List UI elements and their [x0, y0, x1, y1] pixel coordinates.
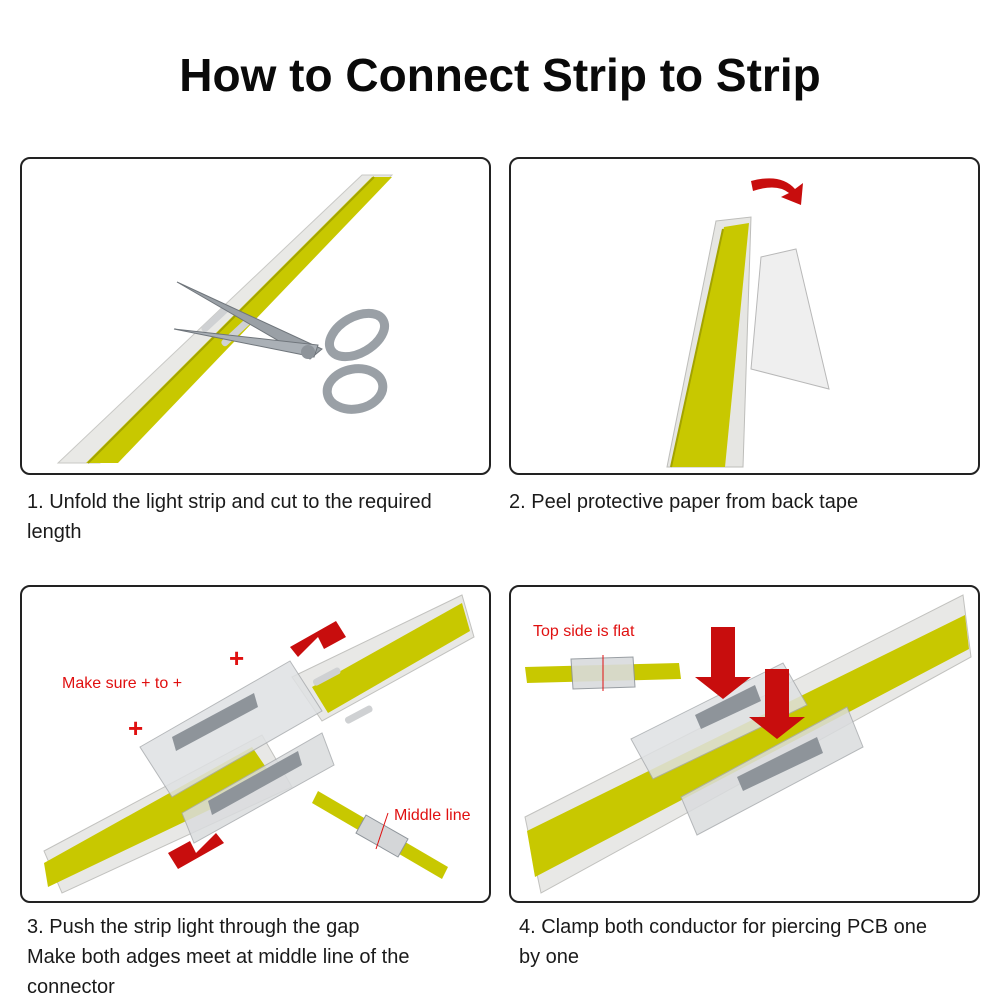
led-strip	[44, 747, 274, 887]
protective-paper	[750, 248, 830, 390]
plus-sign-a: +	[229, 643, 245, 673]
top-side-note: Top side is flat	[533, 623, 635, 640]
step-4-panel: Top side is flat	[509, 585, 980, 903]
step-2-illustration	[666, 178, 830, 468]
step-2-panel	[509, 157, 980, 475]
caption-line: 3. Push the strip light through the gap	[27, 916, 360, 938]
arrow-icon	[168, 833, 224, 869]
connector	[630, 662, 864, 836]
connector	[139, 660, 335, 844]
arrow-icon	[290, 621, 346, 657]
middle-line-note: Middle line	[394, 807, 471, 824]
step-3-caption: 3. Push the strip light through the gap …	[27, 912, 409, 1002]
led-strip	[671, 223, 749, 467]
caption-line: length	[27, 521, 82, 543]
step-1-caption: 1. Unfold the light strip and cut to the…	[27, 487, 432, 547]
caption-line: connector	[27, 976, 115, 998]
led-strip	[312, 603, 470, 713]
polarity-note: Make sure + to +	[62, 675, 183, 692]
step-1-illustration	[56, 174, 394, 464]
caption-line: 2. Peel protective paper from back tape	[509, 491, 859, 513]
step-4-illustration	[524, 594, 972, 894]
led-strip	[527, 615, 969, 877]
step-3-panel: Make sure + to + + + Middle line	[20, 585, 491, 903]
step-2-caption: 2. Peel protective paper from back tape	[509, 487, 858, 517]
led-strip	[86, 177, 392, 463]
step-4-caption: 4. Clamp both conductor for piercing PCB…	[519, 912, 927, 972]
down-arrow-icon	[695, 627, 751, 699]
caption-line: by one	[519, 946, 580, 968]
plus-sign-b: +	[128, 713, 144, 743]
caption-line: Make both adges meet at middle line of t…	[27, 946, 410, 968]
caption-line: 4. Clamp both conductor for piercing PCB…	[519, 916, 927, 938]
step-1-panel	[20, 157, 491, 475]
curved-arrow-icon	[751, 178, 803, 205]
page-title: How to Connect Strip to Strip	[179, 49, 821, 101]
down-arrow-icon	[749, 669, 805, 739]
inset-connector	[355, 814, 409, 858]
caption-line: 1. Unfold the light strip and cut to the…	[27, 491, 432, 513]
scissors-icon	[173, 281, 389, 414]
step-3-illustration	[43, 594, 475, 894]
